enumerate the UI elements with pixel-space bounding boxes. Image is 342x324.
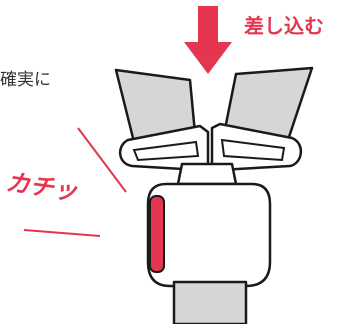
click-sound-line-upper: [77, 127, 127, 193]
buckle-body: [146, 182, 272, 288]
buckle-neck: [176, 162, 238, 186]
lower-belt-strap: [172, 280, 248, 324]
insert-direction-arrow: [184, 6, 232, 74]
partial-caption-text: 確実に: [0, 70, 51, 90]
left-tongue-slot: [132, 140, 200, 162]
insert-label: 差し込む: [244, 14, 324, 38]
release-button: [149, 195, 165, 273]
right-tongue-slot: [220, 138, 286, 162]
click-sound-line-lower: [23, 229, 101, 237]
